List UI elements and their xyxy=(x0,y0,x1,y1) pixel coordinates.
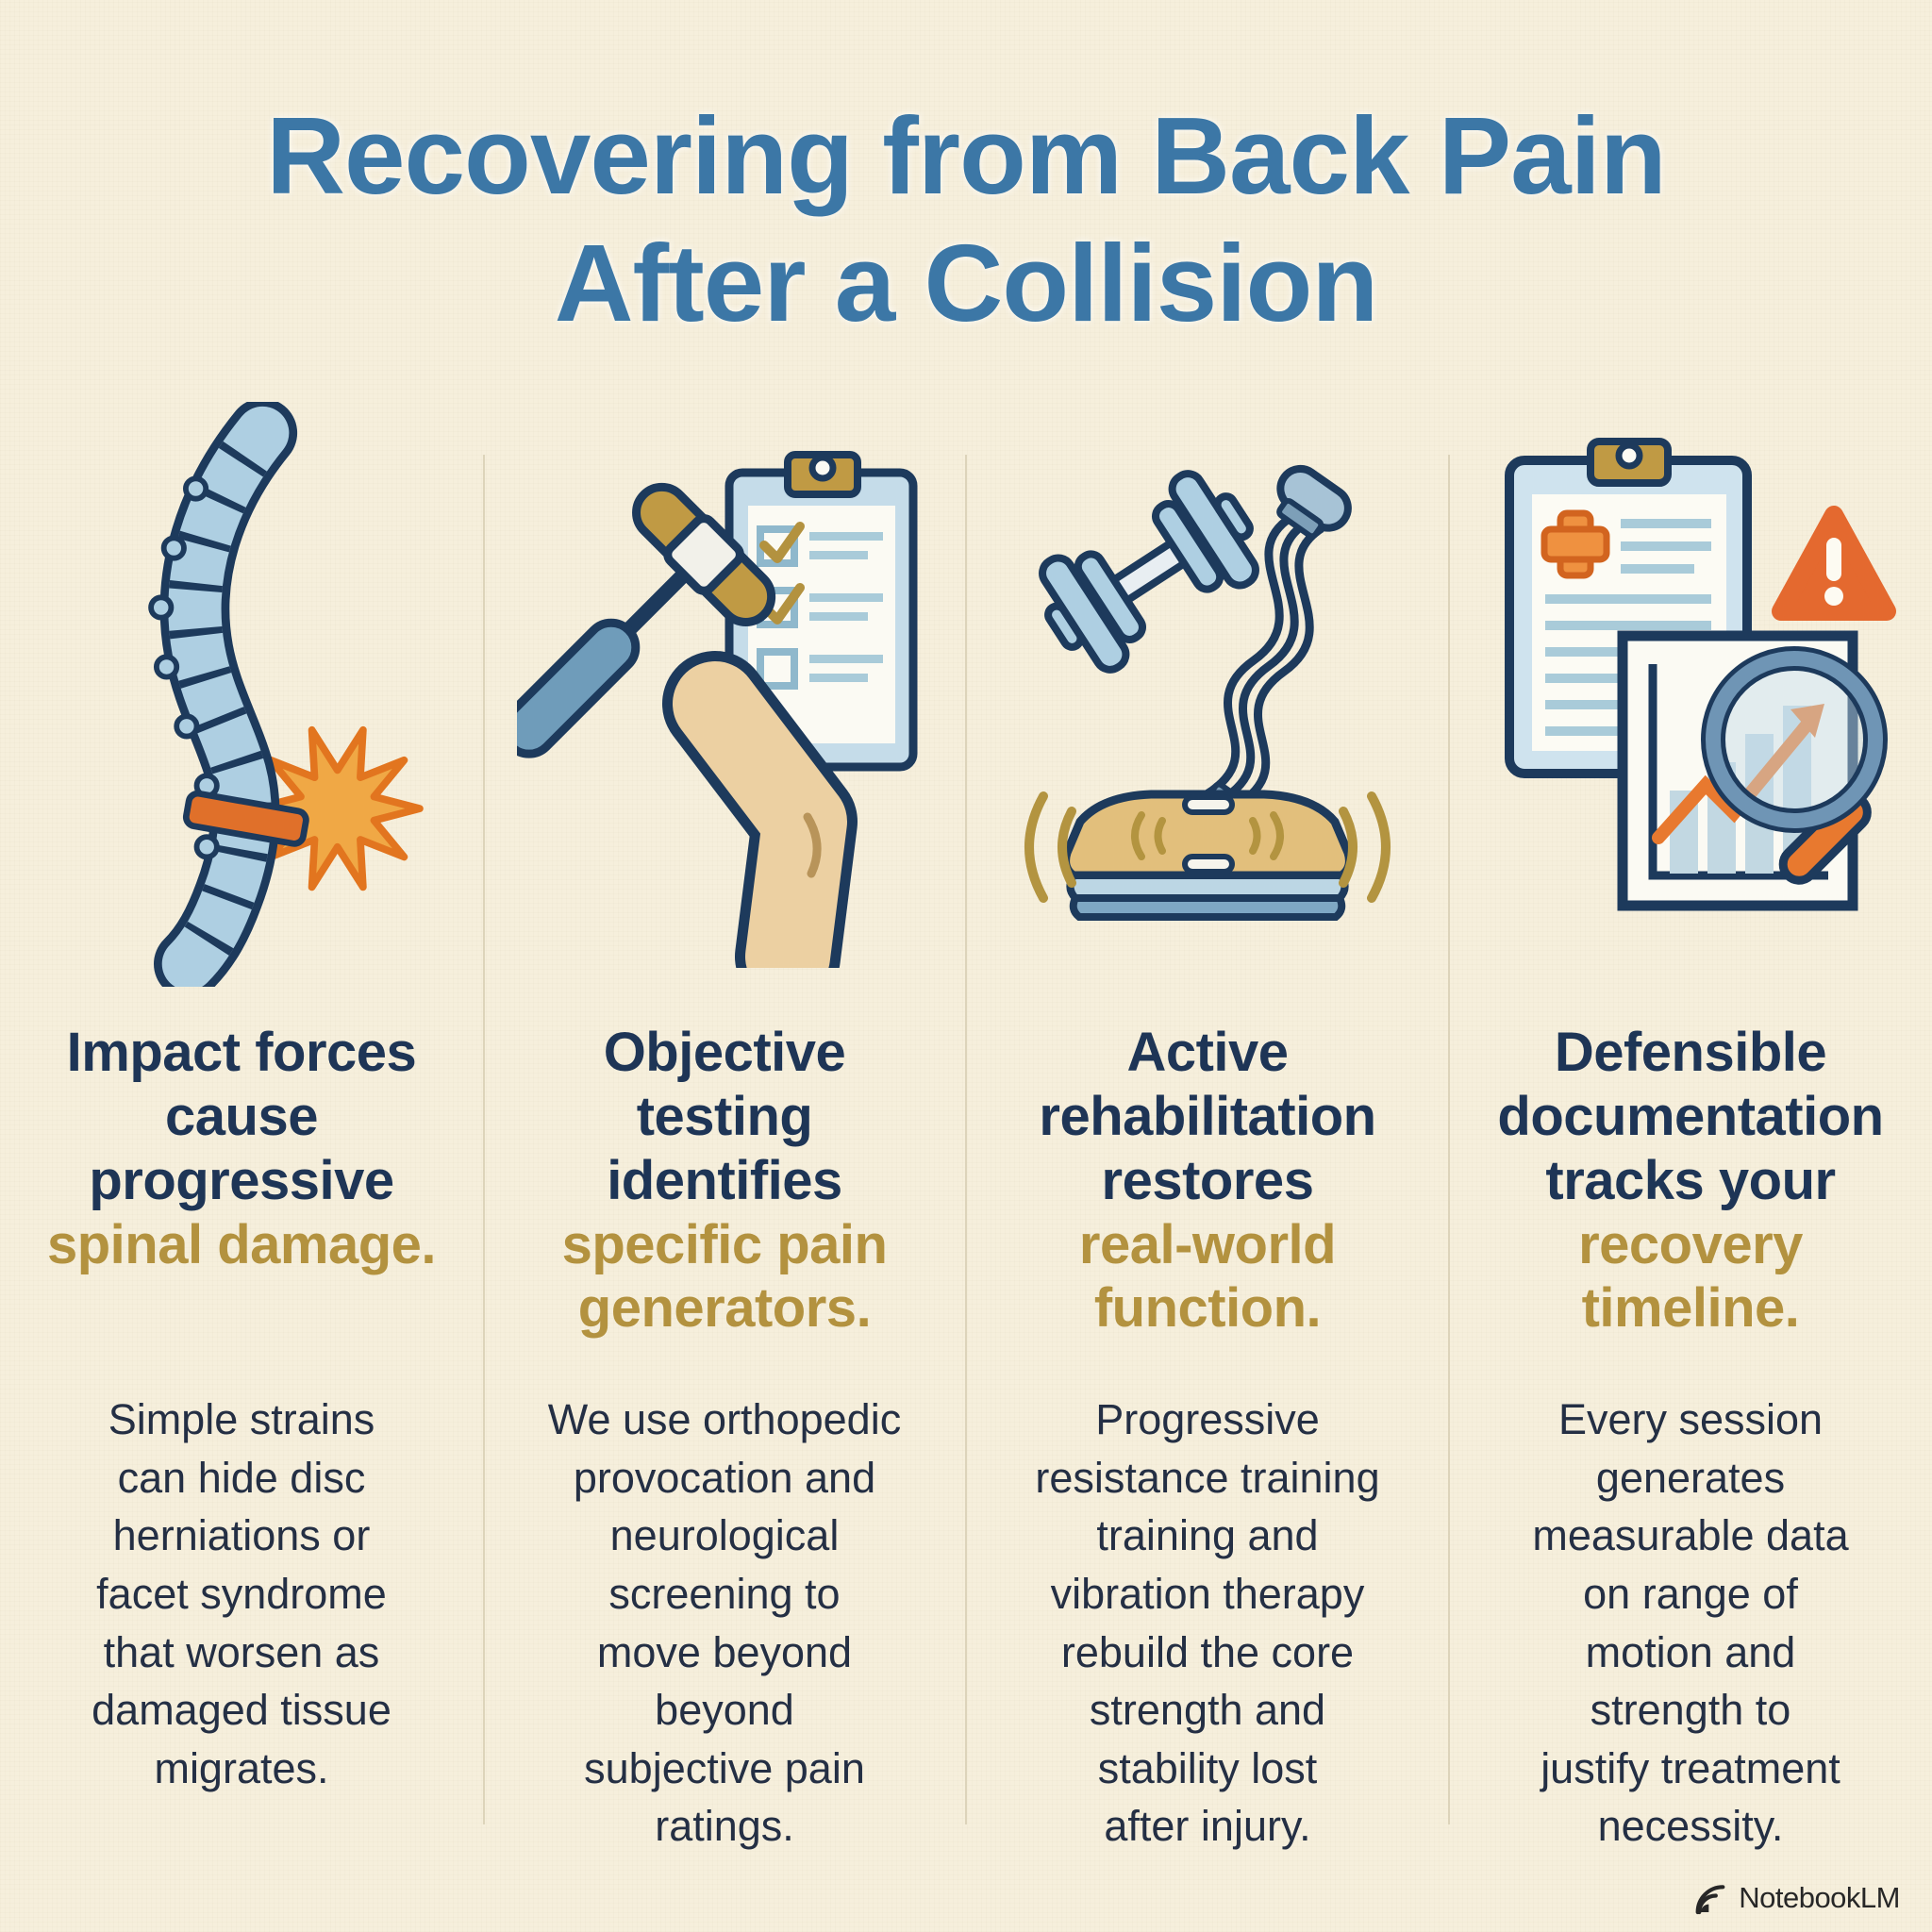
heading-main: Defensible documentation tracks your xyxy=(1497,1022,1884,1211)
knee-shape xyxy=(662,651,858,968)
heading-accent: spinal damage. xyxy=(46,1213,437,1275)
vibration-plate-shape xyxy=(1024,790,1391,921)
dumbbell-band-vibration-plate-icon xyxy=(998,394,1417,994)
heading-main: Active rehabilitation restores xyxy=(1039,1022,1376,1211)
heading-accent: real-world function. xyxy=(1078,1213,1337,1340)
column-heading: Impact forces cause progressive spinal d… xyxy=(46,1021,437,1391)
warning-triangle-icon xyxy=(1772,506,1896,621)
watermark: NotebookLM xyxy=(1691,1879,1900,1917)
reflex-hammer-shape xyxy=(517,482,776,758)
reflex-hammer-knee-checklist-icon xyxy=(515,394,934,994)
spine-impact-icon xyxy=(32,394,451,994)
column-heading: Defensible documentation tracks your rec… xyxy=(1497,1021,1884,1391)
column-body: We use orthopedic provocation and neurol… xyxy=(547,1395,902,1851)
column-objective-testing: Objective testing identifies specific pa… xyxy=(483,394,966,1885)
column-heading: Active rehabilitation restores real-worl… xyxy=(1039,1021,1376,1391)
column-body: Progressive resistance training training… xyxy=(1035,1395,1380,1851)
column-documentation: Defensible documentation tracks your rec… xyxy=(1449,394,1932,1885)
column-active-rehab: Active rehabilitation restores real-worl… xyxy=(966,394,1449,1885)
heading-accent: recovery timeline. xyxy=(1578,1213,1803,1340)
medical-chart-magnifier-alert-icon xyxy=(1481,394,1900,994)
trend-line-shape xyxy=(1652,720,1812,844)
column-divider xyxy=(483,455,485,1824)
heading-accent: specific pain generators. xyxy=(561,1213,888,1340)
injured-vertebra-shape xyxy=(182,790,309,847)
notebooklm-logo-icon xyxy=(1691,1879,1729,1917)
heading-main: Impact forces cause progressive xyxy=(66,1022,417,1211)
column-body: Every session generates measurable data … xyxy=(1532,1395,1849,1851)
page-title: Recovering from Back Pain After a Collis… xyxy=(266,94,1667,344)
dumbbell-shape xyxy=(1039,470,1259,674)
column-heading: Objective testing identifies specific pa… xyxy=(562,1021,888,1391)
column-body: Simple strains can hide disc herniations… xyxy=(92,1395,391,1792)
column-impact-forces: Impact forces cause progressive spinal d… xyxy=(0,394,483,1885)
columns-container: Impact forces cause progressive spinal d… xyxy=(0,394,1932,1885)
column-divider xyxy=(1448,455,1450,1824)
magnifier-icon xyxy=(1701,646,1888,885)
heading-main: Objective testing identifies xyxy=(603,1022,846,1211)
column-divider xyxy=(965,455,967,1824)
watermark-label: NotebookLM xyxy=(1739,1881,1900,1914)
